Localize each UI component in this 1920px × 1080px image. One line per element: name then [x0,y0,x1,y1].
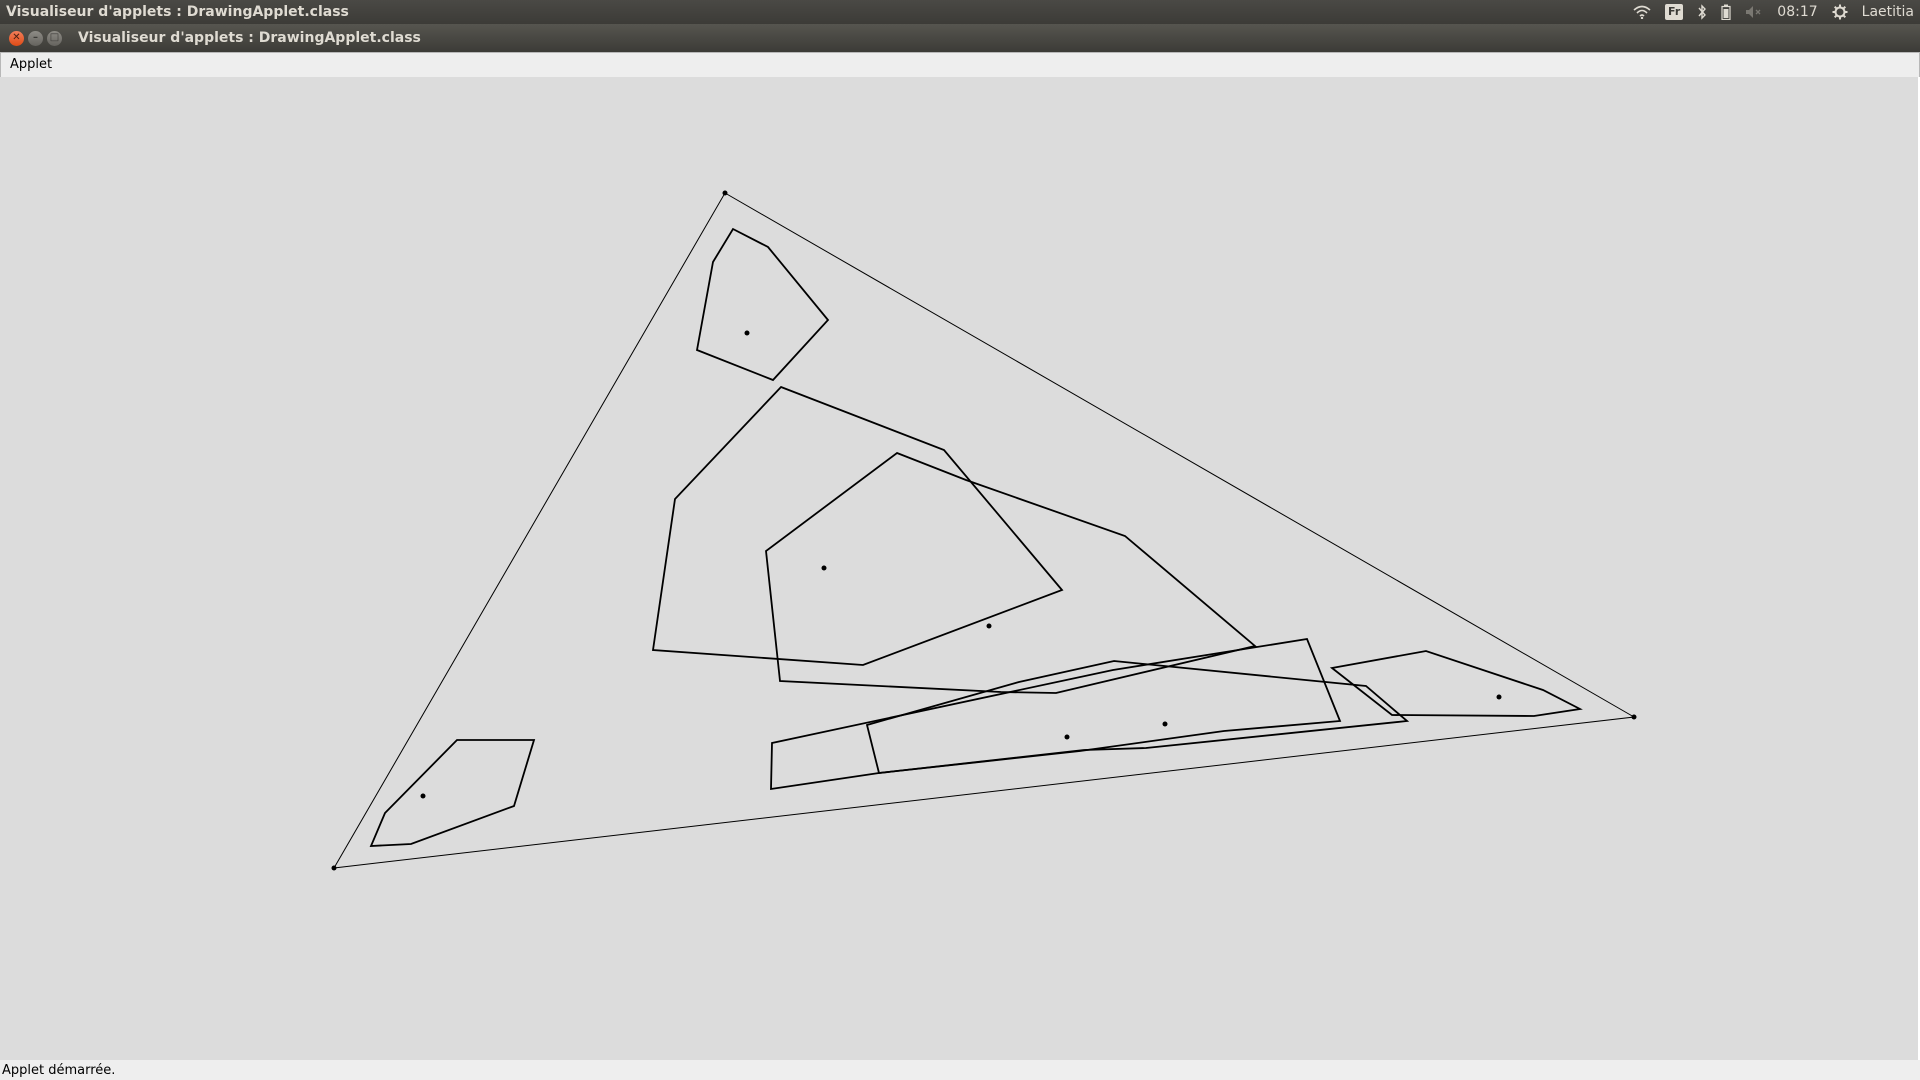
minimize-button[interactable]: – [28,30,43,46]
battery-icon[interactable] [1721,3,1731,21]
wifi-icon[interactable] [1633,3,1651,21]
applet-canvas[interactable] [0,77,1920,1060]
polygon-2 [651,385,1064,666]
bluetooth-icon[interactable] [1697,3,1707,21]
triangle-vertex-1 [722,190,728,196]
polygon-4 [865,660,1410,774]
window-controls: ✕ – □ [0,30,78,46]
enclosing-triangle [333,192,1636,869]
status-text: Applet démarrée. [2,1062,116,1078]
polygon-6 [1329,650,1583,717]
centroid-point-3 [986,623,992,629]
triangle-vertex-2 [1631,714,1637,720]
clock[interactable]: 08:17 [1777,4,1818,20]
indicator-area: Fr 08:17 [1633,3,1920,21]
close-icon: ✕ [12,32,21,43]
window-title: Visualiseur d'applets : DrawingApplet.cl… [78,30,421,46]
status-bar: Applet démarrée. [0,1060,1920,1080]
maximize-button[interactable]: □ [47,30,62,46]
drawing-canvas[interactable] [0,77,1918,1060]
close-button[interactable]: ✕ [9,30,24,46]
keyboard-layout-indicator[interactable]: Fr [1665,4,1684,20]
app-name: Visualiseur d'applets : DrawingApplet.cl… [6,4,349,20]
centroid-point-4 [1064,734,1070,740]
user-name[interactable]: Laetitia [1861,4,1914,20]
centroid-point-5 [1162,721,1168,727]
gear-icon[interactable] [1832,3,1848,21]
centroid-point-2 [821,565,827,571]
centroid-point-1 [744,330,750,336]
volume-muted-icon[interactable] [1745,3,1763,21]
window-title-bar[interactable]: ✕ – □ Visualiseur d'applets : DrawingApp… [0,24,1920,52]
polygon-3 [765,451,1257,694]
polygon-7 [369,739,536,847]
menu-applet[interactable]: Applet [10,57,53,72]
menu-bar: Applet [0,52,1920,78]
centroid-point-7 [420,793,426,799]
minimize-icon: – [33,32,38,43]
triangle-vertex-3 [331,865,337,871]
centroid-point-6 [1496,694,1502,700]
polygon-1 [695,227,830,382]
maximize-icon: □ [49,32,60,43]
polygon-5 [770,637,1342,791]
top-panel: Visualiseur d'applets : DrawingApplet.cl… [0,0,1920,24]
